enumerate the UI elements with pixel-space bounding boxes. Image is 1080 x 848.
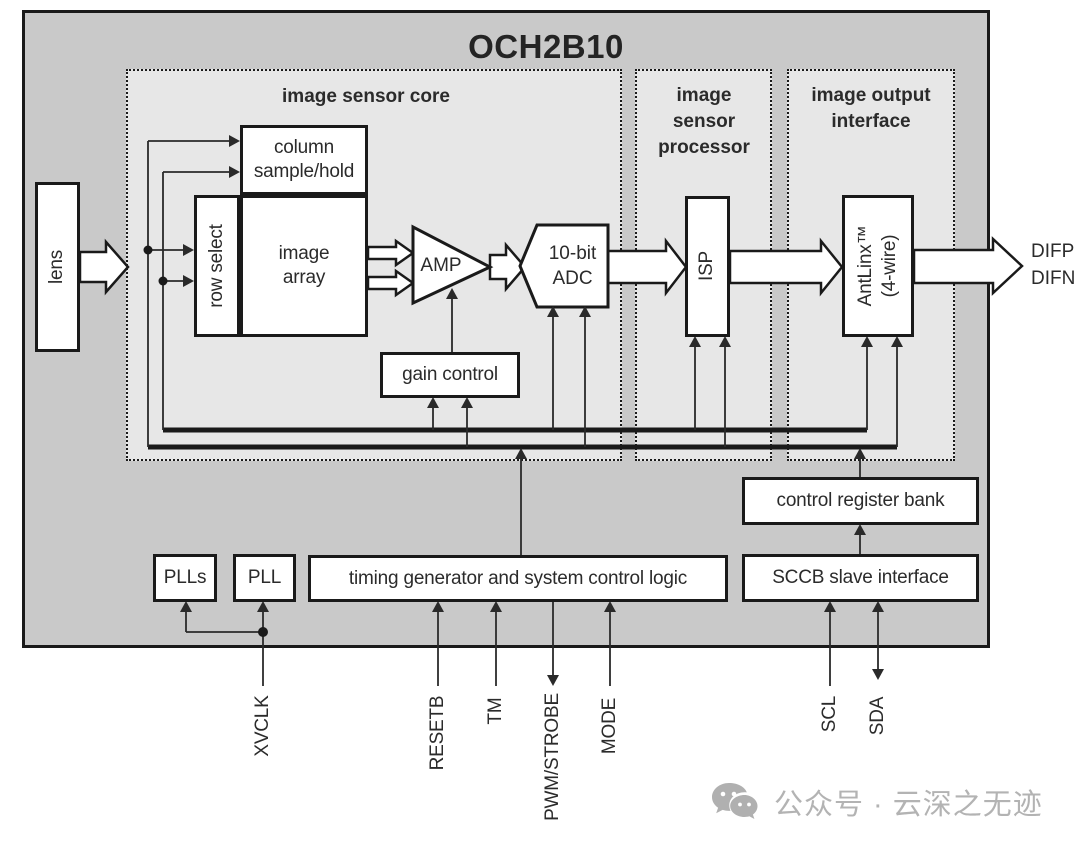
signal-path-arrows bbox=[78, 236, 1024, 298]
region-title-image-sensor-core: image sensor core bbox=[282, 86, 450, 107]
column-sample-hold-label: column sample/hold bbox=[253, 137, 355, 182]
block-pll: PLL bbox=[233, 554, 296, 602]
watermark-text: 公众号 · 云深之无迹 bbox=[774, 789, 1043, 821]
pin-pwm-strobe-label: PWM/STROBE bbox=[542, 693, 563, 821]
chip-title: OCH2B10 bbox=[468, 28, 624, 65]
arrow-amp-to-adc bbox=[488, 241, 527, 293]
arrow-isp-to-antlinx bbox=[728, 237, 844, 297]
pin-scl-label: SCL bbox=[819, 695, 840, 733]
arrow-array-to-amp-2 bbox=[366, 268, 416, 298]
pin-difn-label: DIFN bbox=[1031, 268, 1076, 289]
antlinx-label: AntLinx™ (4-wire) bbox=[855, 225, 900, 307]
pin-mode-label: MODE bbox=[599, 697, 620, 755]
block-lens bbox=[35, 182, 80, 352]
block-control-register-bank: control register bank bbox=[742, 477, 979, 525]
arrow-array-to-amp-1 bbox=[366, 238, 416, 268]
control-register-bank-label: control register bank bbox=[776, 490, 945, 511]
block-plls: PLLs bbox=[153, 554, 217, 602]
pin-difp-label: DIFP bbox=[1031, 241, 1075, 262]
gain-control-label: gain control bbox=[402, 364, 498, 385]
block-image-array: image array bbox=[240, 195, 368, 337]
region-title-image-sensor-processor: image sensor processor bbox=[658, 85, 750, 158]
plls-label: PLLs bbox=[163, 567, 207, 588]
block-gain-control: gain control bbox=[380, 352, 520, 398]
amp-label: AMP bbox=[420, 255, 462, 276]
control-bus bbox=[148, 427, 897, 450]
pin-xvclk-label: XVCLK bbox=[252, 695, 273, 757]
image-array-label: image array bbox=[278, 243, 330, 288]
arrow-lens-to-core bbox=[78, 238, 130, 296]
block-column-sample-hold: column sample/hold bbox=[240, 125, 368, 195]
adc-pentagon bbox=[518, 223, 610, 309]
timing-generator-label: timing generator and system control logi… bbox=[348, 567, 688, 589]
control-wires bbox=[143, 135, 903, 686]
amp-triangle bbox=[411, 224, 494, 306]
arrow-adc-to-isp bbox=[606, 237, 688, 297]
sccb-slave-interface-label: SCCB slave interface bbox=[772, 567, 949, 588]
wechat-icon bbox=[710, 780, 762, 824]
pll-label: PLL bbox=[247, 567, 282, 588]
block-sccb-slave-interface: SCCB slave interface bbox=[742, 554, 979, 602]
watermark: 公众号 · 云深之无迹 bbox=[710, 780, 1043, 824]
lens-label: lens bbox=[46, 249, 67, 285]
pin-sda-label: SDA bbox=[867, 696, 888, 736]
isp-label: ISP bbox=[696, 250, 717, 282]
pin-resetb-label: RESETB bbox=[427, 695, 448, 771]
block-isp bbox=[685, 196, 730, 337]
block-antlinx bbox=[842, 195, 914, 337]
pin-tm-label: TM bbox=[485, 697, 506, 725]
row-select-label: row select bbox=[206, 224, 227, 308]
block-timing-generator: timing generator and system control logi… bbox=[308, 555, 728, 602]
arrow-antlinx-to-output bbox=[912, 236, 1024, 296]
block-row-select bbox=[194, 195, 240, 337]
region-title-image-output-interface: image output interface bbox=[811, 85, 931, 132]
adc-label: 10-bit ADC bbox=[548, 243, 597, 289]
